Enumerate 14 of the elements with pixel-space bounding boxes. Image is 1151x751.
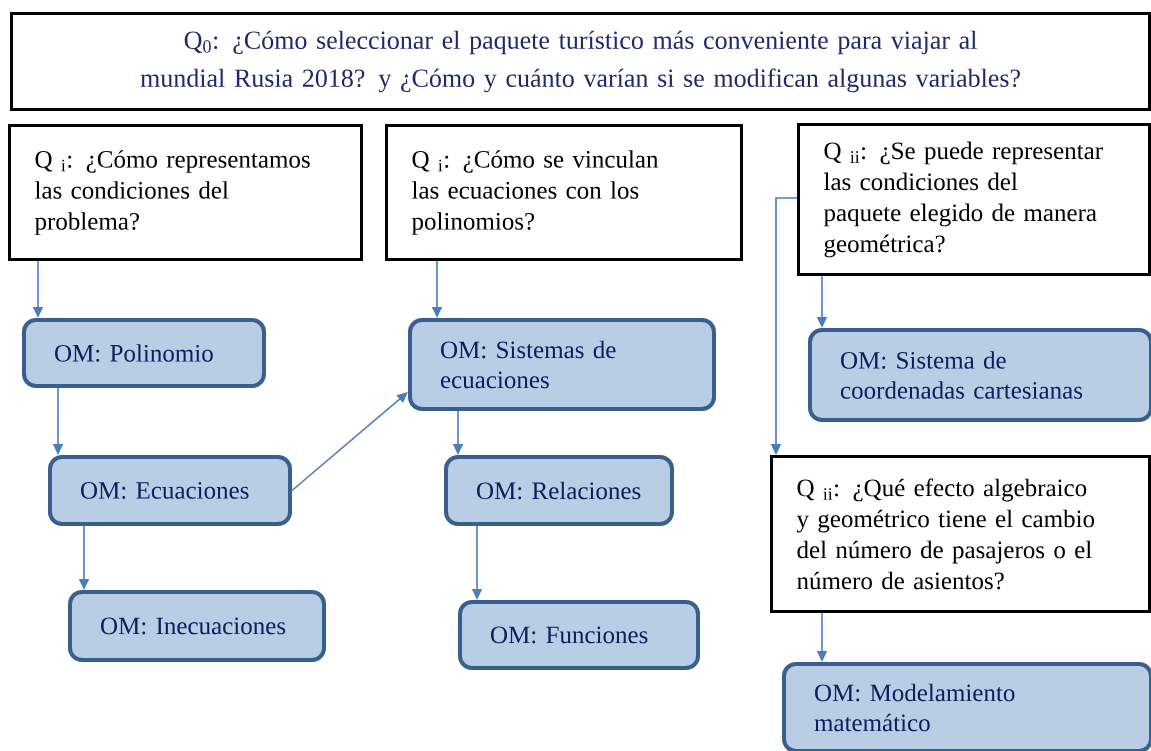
question-box: Q $_{ii}$: ¿Qué efecto algebraico y geométrico tiene el cambio del número de pasajeros o el número de asientos? <box>770 455 1151 613</box>
topic-box: OM: Ecuaciones <box>48 455 292 526</box>
topic-box: OM: Sistemas de ecuaciones <box>408 318 716 411</box>
topic-box: OM: Polinomio <box>22 318 266 388</box>
topic-box: OM: Sistema de coordenadas cartesianas <box>808 328 1151 422</box>
topic-box: OM: Modelamiento matemático <box>782 662 1151 751</box>
question-box: Q$_{0}$: ¿Cómo seleccionar el paquete turístico más conveniente para viajar al mundial Rusia 2018? y ¿Cómo y cuánto varían si se modifican algunas variables? <box>10 12 1151 111</box>
arrow <box>291 392 408 492</box>
topic-box: OM: Relaciones <box>444 455 674 526</box>
question-box: Q $_{ii}$: ¿Se puede representar las condiciones del paquete elegido de manera geométrica? <box>797 123 1151 276</box>
topic-box: OM: Inecuaciones <box>68 590 326 662</box>
topic-box: OM: Funciones <box>458 600 700 670</box>
question-box: Q $_{i}$: ¿Cómo representamos las condiciones del problema? <box>8 124 363 261</box>
question-box: Q $_{i}$: ¿Cómo se vinculan las ecuaciones con los polinomios? <box>385 124 743 261</box>
